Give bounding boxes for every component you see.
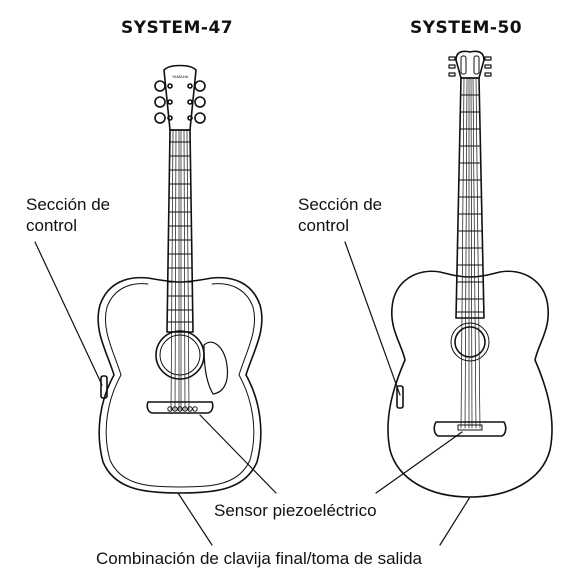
label-control-section-left-line2: control bbox=[26, 216, 78, 235]
leader-right-piezo bbox=[375, 431, 463, 494]
system-47-neck bbox=[166, 129, 194, 333]
system-50-control-panel bbox=[396, 385, 404, 409]
system-50-headstock bbox=[455, 50, 485, 79]
system-47-soundhole bbox=[155, 330, 205, 380]
system-50-rosette bbox=[450, 322, 490, 362]
system-50-bridge bbox=[433, 421, 507, 437]
leader-left-endpin bbox=[177, 492, 213, 546]
leader-lines bbox=[34, 241, 471, 546]
system-47-rosette bbox=[159, 334, 201, 376]
title-system-50: SYSTEM-50 bbox=[410, 18, 523, 38]
system-50-body bbox=[387, 270, 553, 498]
system-47-pickguard bbox=[203, 341, 229, 395]
system-50-strings bbox=[460, 77, 481, 429]
system-47-strings bbox=[170, 129, 190, 411]
leader-right-endpin bbox=[439, 496, 471, 546]
label-control-section-left: Sección de control bbox=[26, 194, 110, 236]
label-control-section-right-line1: Sección de bbox=[298, 195, 383, 214]
system-47-headstock bbox=[163, 64, 197, 131]
system-47-tuning-pegs bbox=[154, 80, 206, 124]
leader-left-control bbox=[34, 241, 103, 386]
leader-right-control bbox=[344, 241, 401, 396]
system-47-frets bbox=[166, 141, 194, 323]
system-50-soundhole bbox=[454, 326, 486, 358]
guitar-system-50 bbox=[387, 50, 553, 498]
label-control-section-left-line1: Sección de bbox=[26, 195, 111, 214]
guitar-system-47: YAMAHA bbox=[97, 64, 263, 494]
label-piezo-sensor: Sensor piezoeléctrico bbox=[214, 501, 377, 520]
system-47-bridge-pins bbox=[167, 406, 198, 412]
system-50-tuners bbox=[448, 56, 492, 77]
label-control-section-right: Sección de control bbox=[298, 194, 382, 236]
label-control-section-right-line2: control bbox=[298, 216, 350, 235]
system-47-binding bbox=[105, 283, 255, 488]
system-50-headstock-slots bbox=[460, 55, 480, 75]
system-47-headstock-brand: YAMAHA bbox=[172, 74, 189, 79]
label-endpin-jack: Combinación de clavija final/toma de sal… bbox=[96, 549, 423, 568]
system-47-control-panel bbox=[100, 375, 108, 399]
system-47-bridge bbox=[146, 401, 214, 414]
title-system-47: SYSTEM-47 bbox=[121, 18, 234, 38]
system-50-saddle bbox=[457, 424, 483, 431]
leader-left-piezo bbox=[199, 414, 277, 494]
